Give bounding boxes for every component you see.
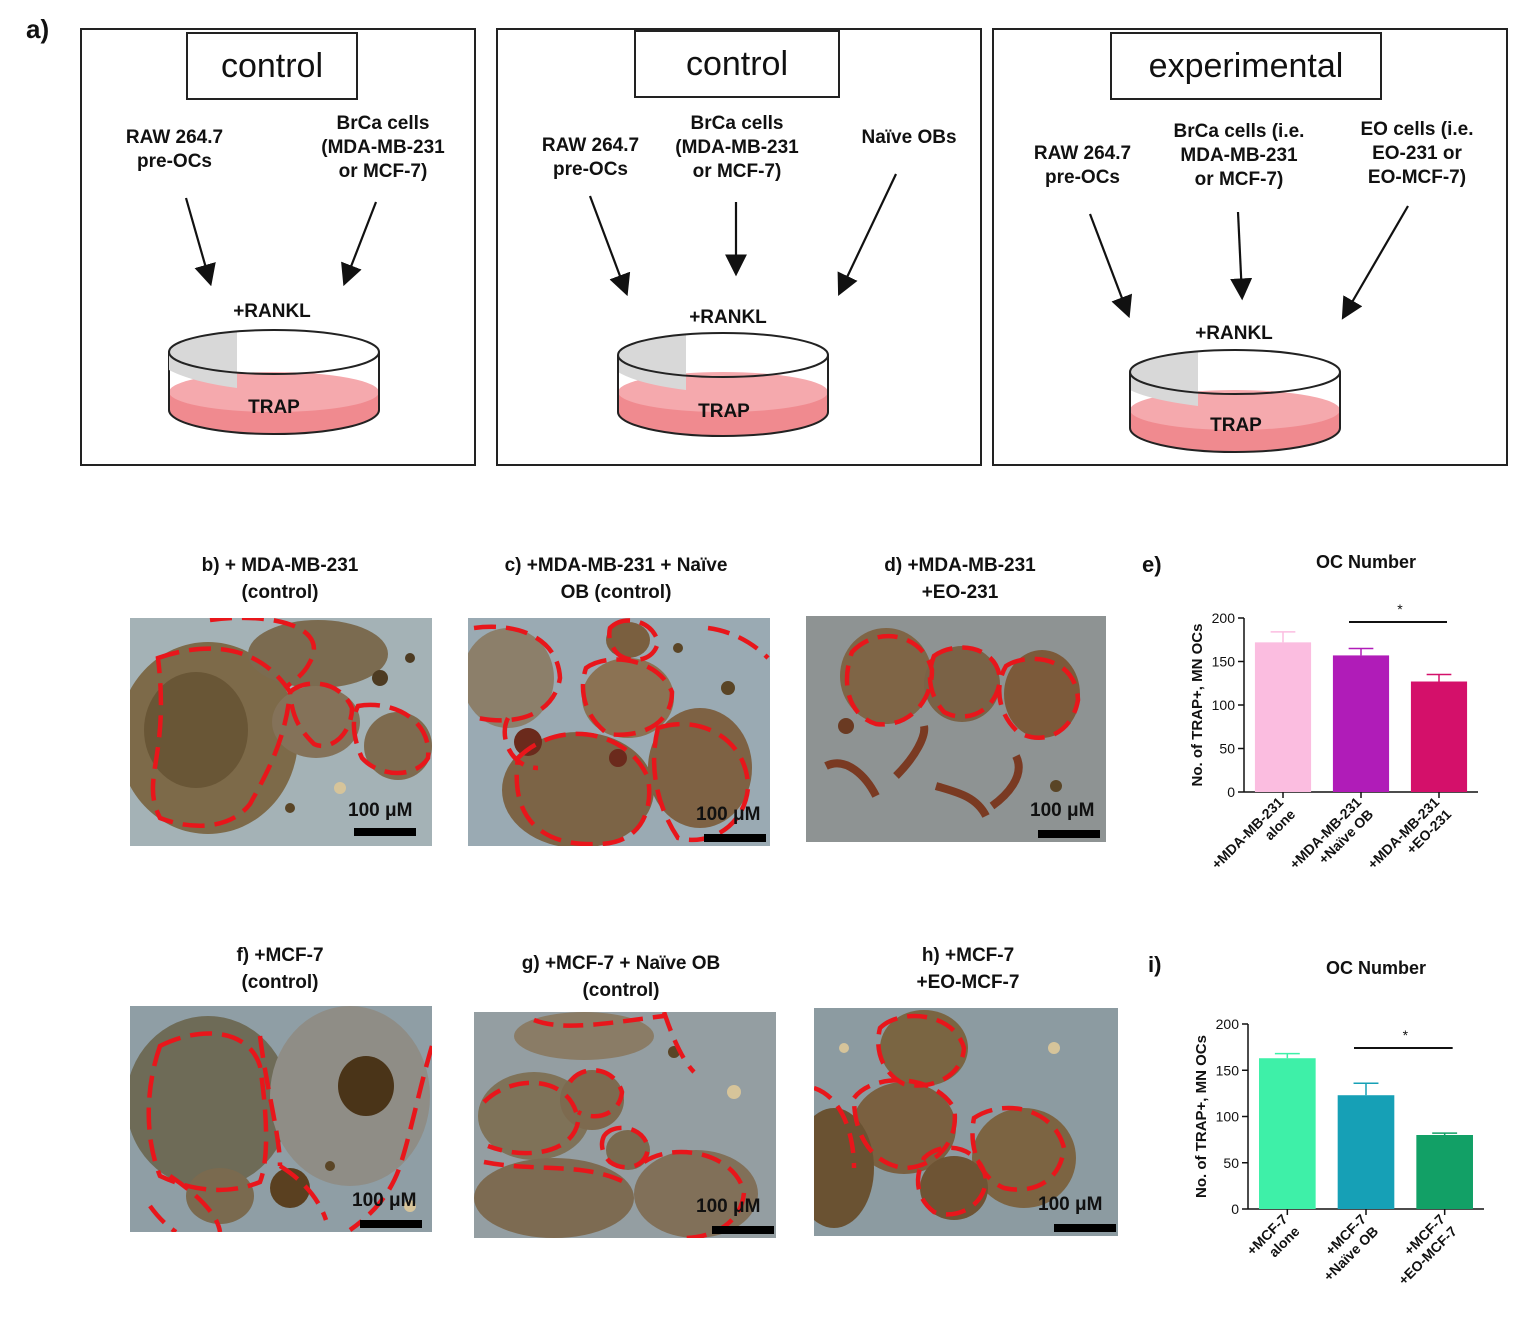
- input-label-brca: BrCa cells (i.e. MDA-MB-231 or MCF-7): [1173, 121, 1305, 190]
- arrow: [1341, 205, 1409, 320]
- micrograph-h: 100 μM: [814, 1008, 1118, 1236]
- x-tick-label: +MCF-7alone: [1243, 1211, 1303, 1271]
- dish-label: TRAP: [698, 401, 750, 422]
- chart-title: OC Number: [1316, 552, 1416, 572]
- input-label-brca: BrCa cells (MDA-MB-231 or MCF-7): [675, 113, 799, 182]
- significance-star: *: [1397, 601, 1403, 617]
- x-tick-label: +MCF-7+EO-MCF-7: [1383, 1211, 1460, 1288]
- micrograph-g: 100 μM: [474, 1012, 776, 1238]
- arrows-and-dish: [588, 173, 897, 437]
- schematic-box-control-2: control RAW 264.7 pre-OCs BrCa cells (MD…: [496, 28, 982, 466]
- bar: [1410, 681, 1468, 792]
- micrograph-d: 100 μM: [806, 616, 1106, 842]
- schematic-title: control: [186, 32, 358, 100]
- rankl-label: +RANKL: [233, 301, 311, 322]
- input-label-raw: RAW 264.7 pre-OCs: [125, 127, 224, 172]
- rankl-label: +RANKL: [689, 307, 767, 328]
- arrow: [341, 201, 378, 287]
- x-tick-label: +MDA-MB-231+EO-231: [1364, 794, 1454, 884]
- y-tick-label: 150: [1212, 654, 1236, 670]
- arrows-and-dish: [1088, 205, 1409, 453]
- micrograph-f: 100 μM: [130, 1006, 432, 1232]
- input-label-naive-ob: Naïve OBs: [861, 127, 957, 148]
- micrograph-c: 100 μM: [468, 618, 770, 846]
- micrograph-title-g: g) +MCF-7 + Naïve OB (control): [521, 953, 721, 1001]
- arrows-and-dish: [168, 197, 380, 435]
- micrograph-image: [814, 1008, 1118, 1236]
- scale-bar: [360, 1220, 422, 1228]
- scale-bar-label: 100 μM: [696, 804, 761, 825]
- y-tick-label: 0: [1227, 784, 1235, 800]
- micrograph-image: [468, 618, 770, 846]
- micrograph-title-b: b) + MDA-MB-231 (control): [201, 555, 359, 603]
- scale-bar: [704, 834, 766, 842]
- arrow: [1088, 213, 1133, 319]
- petri-dish: [168, 329, 380, 435]
- scale-bar-label: 100 μM: [352, 1190, 417, 1211]
- petri-dish: [617, 332, 829, 437]
- bar: [1416, 1135, 1473, 1209]
- panel-i-letter: i): [1148, 952, 1162, 977]
- micrograph-title-c: c) +MDA-MB-231 + Naïve OB (control): [504, 555, 728, 603]
- y-tick-label: 100: [1216, 1109, 1240, 1125]
- bar: [1337, 1095, 1395, 1209]
- bar: [1254, 642, 1312, 792]
- y-tick-label: 50: [1219, 741, 1235, 757]
- chart-title: OC Number: [1326, 958, 1426, 978]
- micrograph-title-f: f) +MCF-7 (control): [236, 945, 324, 993]
- micrograph-image: [130, 1006, 432, 1232]
- y-tick-label: 200: [1216, 1016, 1240, 1032]
- scale-bar: [712, 1226, 774, 1234]
- scale-bar-label: 100 μM: [1030, 800, 1095, 821]
- dish-label: TRAP: [1210, 415, 1262, 436]
- y-tick-label: 0: [1231, 1201, 1239, 1217]
- micrograph-image: [806, 616, 1106, 842]
- significance-star: *: [1403, 1027, 1409, 1043]
- bar: [1259, 1058, 1316, 1209]
- schematic-box-control-1: control RAW 264.7 pre-OCs BrCa cells (MD…: [80, 28, 476, 466]
- y-axis-label: No. of TRAP+, MN OCs: [1193, 1035, 1210, 1198]
- schematic-title: experimental: [1110, 32, 1382, 100]
- dish-label: TRAP: [248, 397, 300, 418]
- micrograph-image: [474, 1012, 776, 1238]
- schematic-box-experimental: experimental RAW 264.7 pre-OCs BrCa cell…: [992, 28, 1508, 466]
- micrograph-image: [130, 618, 432, 846]
- rankl-label: +RANKL: [1195, 323, 1273, 344]
- scale-bar-label: 100 μM: [696, 1196, 761, 1217]
- scale-bar: [1054, 1224, 1116, 1232]
- arrow: [588, 195, 631, 297]
- panel-e-letter: e): [1142, 552, 1162, 577]
- y-axis-label: No. of TRAP+, MN OCs: [1189, 624, 1206, 787]
- x-tick-label: +MDA-MB-231+Naïve OB: [1286, 794, 1376, 884]
- micrograph-b: 100 μM: [130, 618, 432, 846]
- scale-bar: [1038, 830, 1100, 838]
- arrow: [1230, 211, 1253, 301]
- x-tick-label: +MCF-7+Naïve OB: [1308, 1211, 1381, 1284]
- bar: [1332, 655, 1390, 792]
- y-tick-label: 150: [1216, 1062, 1240, 1078]
- panel-a-letter: a): [26, 14, 50, 44]
- scale-bar: [354, 828, 416, 836]
- y-tick-label: 200: [1212, 610, 1236, 626]
- schematic-title: control: [634, 30, 840, 98]
- arrow: [184, 197, 216, 287]
- input-label-eo: EO cells (i.e. EO-231 or EO-MCF-7): [1360, 119, 1474, 188]
- micrograph-title-d: d) +MDA-MB-231 +EO-231: [884, 555, 1036, 603]
- scale-bar-label: 100 μM: [348, 800, 413, 821]
- y-tick-label: 100: [1212, 697, 1236, 713]
- scale-bar-label: 100 μM: [1038, 1194, 1103, 1215]
- input-label-raw: RAW 264.7 pre-OCs: [541, 135, 640, 180]
- input-label-brca: BrCa cells (MDA-MB-231 or MCF-7): [321, 113, 445, 182]
- arrow: [837, 173, 897, 296]
- micrograph-title-h: h) +MCF-7 +EO-MCF-7: [916, 945, 1020, 993]
- x-tick-label: +MDA-MB-231alone: [1208, 794, 1298, 884]
- input-label-raw: RAW 264.7 pre-OCs: [1033, 143, 1132, 188]
- y-tick-label: 50: [1223, 1155, 1239, 1171]
- petri-dish: [1129, 349, 1341, 453]
